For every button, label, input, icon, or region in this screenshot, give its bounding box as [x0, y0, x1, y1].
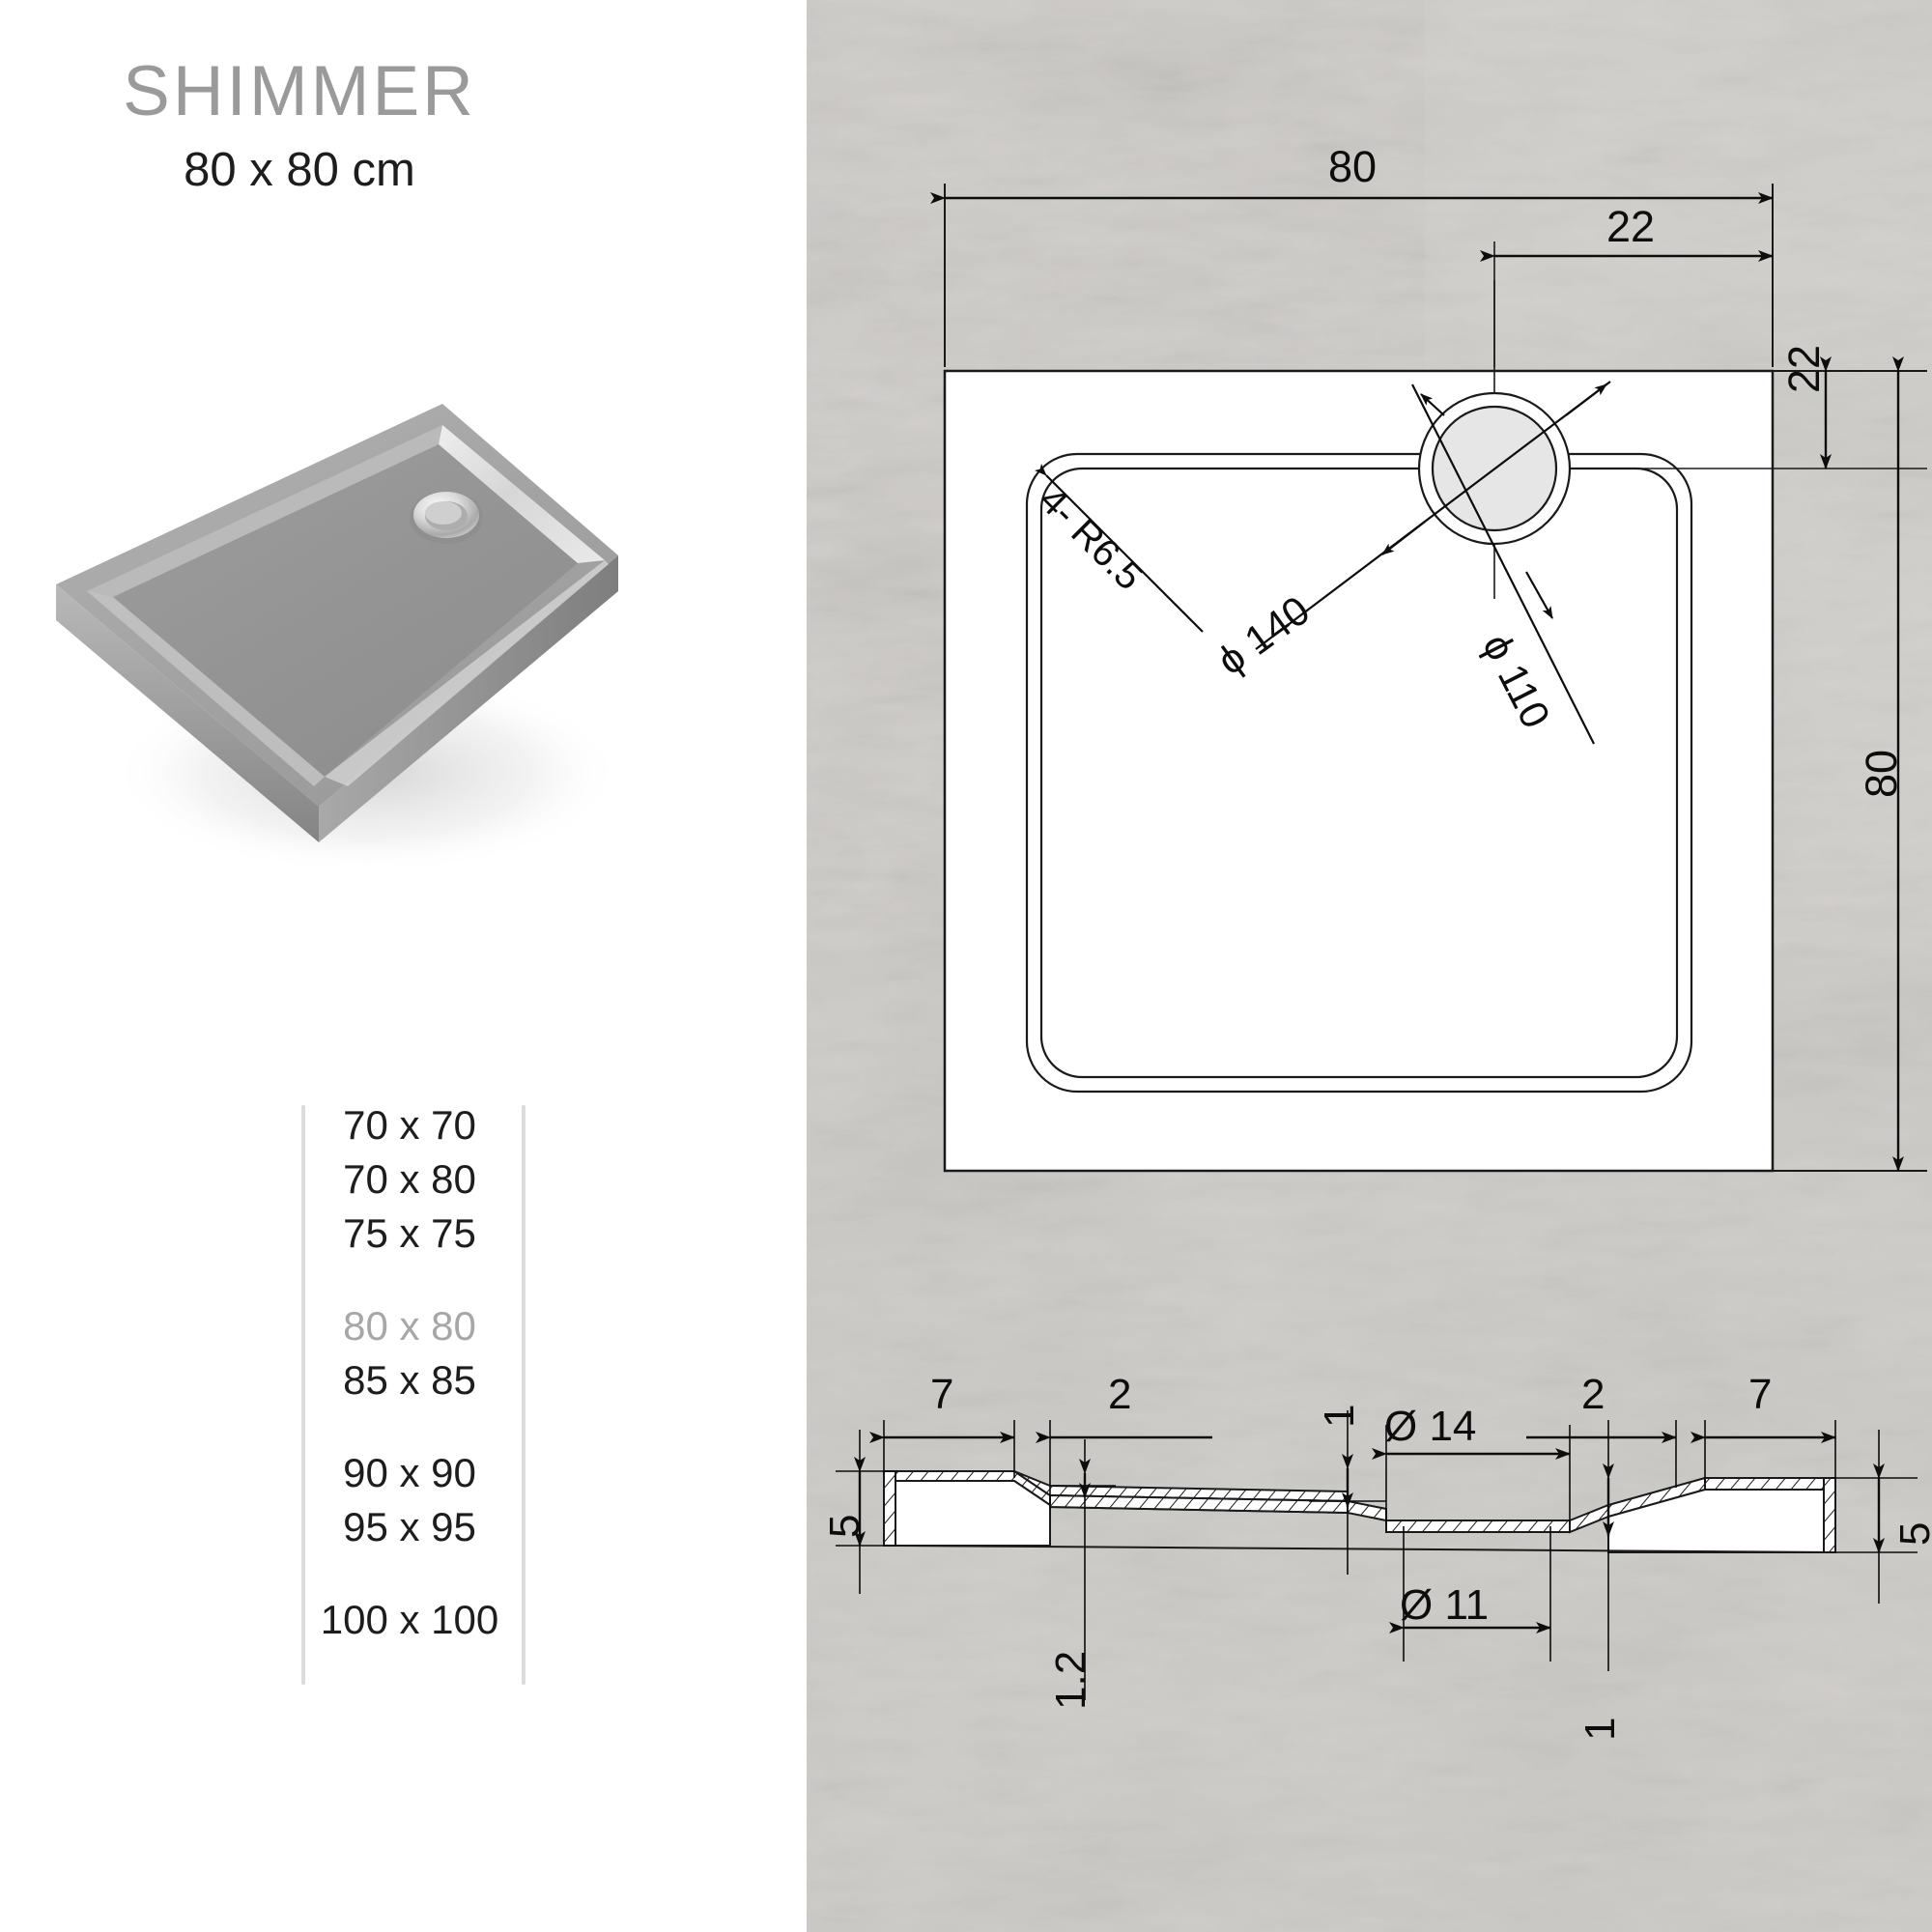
size-option-75x75[interactable]: 75 x 75	[343, 1210, 476, 1256]
section-dim-drain-outer-dia: Ø 14	[1384, 1403, 1477, 1450]
plan-dim-right-overall: 80	[1857, 749, 1906, 798]
section-dim-drain-inner-dia: Ø 11	[1400, 1581, 1490, 1629]
size-option-80x80[interactable]: 80 x 80	[343, 1303, 476, 1349]
section-dim-left-height: 5	[821, 1514, 868, 1538]
size-option-70x80[interactable]: 70 x 80	[343, 1156, 476, 1202]
shower-tray-render-svg	[56, 404, 623, 874]
section-dim-right-flange-width: 7	[1748, 1371, 1773, 1418]
size-option-list[interactable]: 70 x 70 70 x 80 75 x 75 80 x 80 85 x 85 …	[301, 1105, 526, 1685]
product-size-subtitle: 80 x 80 cm	[184, 144, 415, 196]
technical-drawing-panel: 80 22 22 80 4- R6.5 ϕ 140 ϕ 110	[807, 0, 1932, 1932]
plan-dim-top-overall: 80	[1328, 142, 1378, 191]
plan-view-drawing	[930, 184, 1927, 1173]
product-info-panel: SHIMMER 80 x 80 cm	[0, 0, 807, 1932]
size-option-100x100[interactable]: 100 x 100	[320, 1597, 499, 1642]
size-list-rule-right	[522, 1105, 526, 1685]
section-dim-left-flange-width: 7	[930, 1371, 954, 1418]
page-title: SHIMMER	[123, 52, 476, 130]
plan-dim-top-drain-offset: 22	[1606, 202, 1656, 251]
plan-dim-right-drain-offset: 22	[1779, 344, 1829, 393]
section-dim-right-step-width: 2	[1581, 1371, 1605, 1418]
section-dim-left-thickness: 1.2	[1047, 1650, 1094, 1710]
section-dim-center-thickness-right: 1	[1577, 1717, 1624, 1741]
size-list-rule-left	[301, 1105, 305, 1685]
size-option-90x90[interactable]: 90 x 90	[343, 1450, 476, 1495]
size-option-70x70[interactable]: 70 x 70	[343, 1102, 476, 1148]
size-option-95x95[interactable]: 95 x 95	[343, 1504, 476, 1549]
section-dim-center-thickness-left: 1	[1316, 1404, 1363, 1428]
section-dim-right-height: 5	[1891, 1522, 1932, 1546]
cross-section-drawing	[836, 1410, 1918, 1700]
product-photo	[29, 386, 647, 889]
section-dim-left-step-width: 2	[1108, 1371, 1132, 1418]
size-option-85x85[interactable]: 85 x 85	[343, 1357, 476, 1403]
